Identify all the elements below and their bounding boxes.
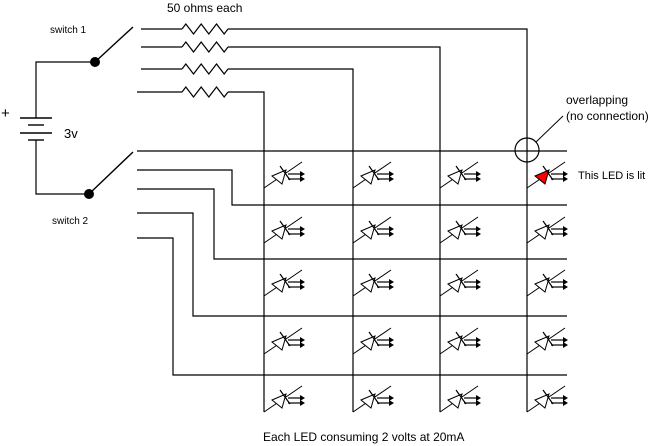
led — [352, 385, 394, 413]
led-matrix — [263, 161, 568, 413]
led — [526, 269, 568, 297]
resistor-label: 50 ohms each — [167, 1, 242, 15]
led — [263, 385, 305, 413]
led — [526, 216, 568, 244]
led-lit — [526, 161, 568, 189]
row-wire — [137, 237, 567, 376]
led — [263, 161, 305, 189]
switch-2-icon — [84, 151, 134, 199]
caption: Each LED consuming 2 volts at 20mA — [263, 430, 464, 444]
led — [439, 327, 481, 355]
led — [439, 269, 481, 297]
battery-voltage-label: 3v — [64, 126, 78, 141]
switch-1-icon — [90, 26, 134, 67]
lit-led-label: This LED is lit — [578, 170, 645, 182]
battery-plus-label: + — [1, 105, 10, 122]
led — [263, 216, 305, 244]
column-wire — [228, 68, 354, 412]
switch-1-label: switch 1 — [50, 25, 87, 36]
overlap-label-line1: overlapping — [566, 93, 628, 107]
led — [263, 327, 305, 355]
column-wire — [228, 91, 265, 412]
row-wire — [137, 169, 567, 206]
resistor — [141, 63, 354, 412]
row-wire — [137, 188, 567, 260]
wiring — [20, 23, 567, 412]
switch-2-label: switch 2 — [52, 216, 89, 227]
resistor — [141, 41, 441, 412]
led — [352, 161, 394, 189]
led — [526, 385, 568, 413]
overlap-label-line2: (no connection) — [566, 109, 649, 123]
resistor — [141, 23, 528, 412]
overlap-leader — [535, 115, 564, 143]
led — [439, 385, 481, 413]
row-wire — [137, 212, 567, 317]
column-wire — [228, 46, 441, 412]
led — [263, 269, 305, 297]
overlap-marker — [514, 137, 540, 163]
led — [526, 327, 568, 355]
battery-icon — [20, 61, 95, 195]
column-wire — [228, 28, 528, 412]
led — [352, 216, 394, 244]
led — [439, 216, 481, 244]
resistor — [137, 86, 265, 412]
led — [352, 327, 394, 355]
led — [439, 161, 481, 189]
led — [352, 269, 394, 297]
